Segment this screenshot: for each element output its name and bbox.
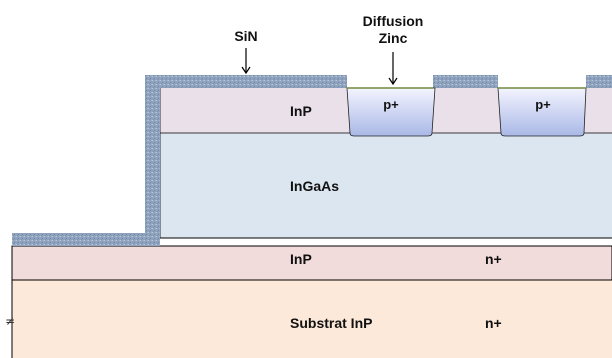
diffusion-label: Diffusion bbox=[362, 13, 424, 29]
substrate-label: Substrat InP bbox=[290, 315, 373, 331]
sin-coating bbox=[145, 75, 160, 246]
substrate-layer bbox=[12, 280, 612, 358]
p-plus-well-left bbox=[346, 87, 436, 137]
sin-label: SiN bbox=[234, 28, 258, 44]
p-plus-left-label: p+ bbox=[383, 97, 399, 112]
inp-bottom-doping: n+ bbox=[485, 251, 502, 267]
inp-bottom-label: InP bbox=[290, 251, 312, 267]
ingaas-layer bbox=[160, 133, 612, 238]
sin-coating bbox=[145, 75, 347, 88]
p-plus-right-label: p+ bbox=[535, 97, 551, 112]
inp-top-label: InP bbox=[290, 103, 312, 119]
sin-coating bbox=[12, 233, 158, 246]
sin-coating bbox=[586, 75, 612, 88]
ingaas-label: InGaAs bbox=[290, 178, 340, 194]
substrate-doping: n+ bbox=[485, 315, 502, 331]
diffusion-arrow bbox=[388, 52, 398, 86]
sin-arrow bbox=[241, 48, 251, 75]
sin-coating bbox=[433, 75, 498, 88]
zinc-label: Zinc bbox=[378, 30, 408, 46]
inp-bottom-layer bbox=[11, 245, 612, 281]
p-plus-well-right bbox=[497, 87, 587, 137]
break-mark: ≠ bbox=[5, 314, 16, 328]
